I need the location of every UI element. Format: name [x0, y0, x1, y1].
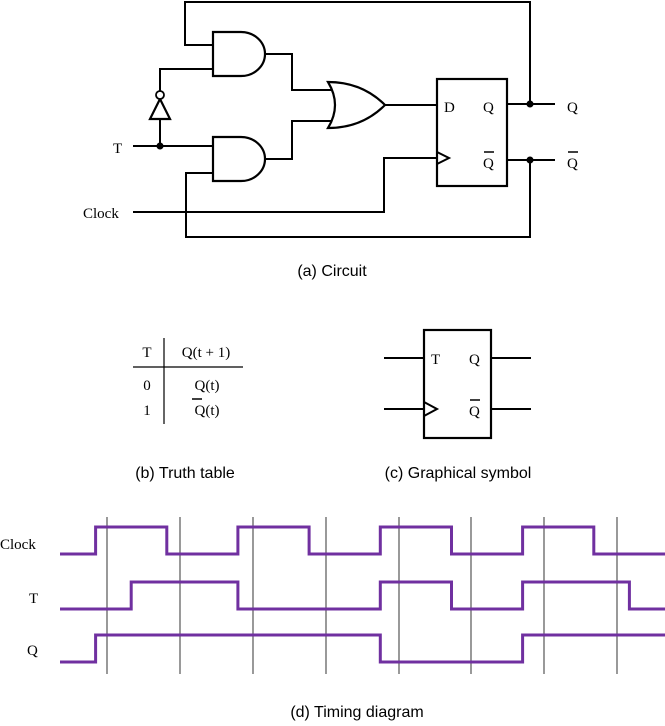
ff-q-label: Q [483, 100, 494, 116]
q-feedback-wire [184, 1, 531, 104]
or-gate [326, 80, 387, 130]
symbol-qbar-label: Q [469, 404, 480, 420]
inverter-output-wire [159, 68, 213, 91]
truth-table-header-t: T [142, 345, 151, 361]
truth-table-caption: (b) Truth table [135, 465, 235, 482]
q-junction-dot [526, 100, 534, 108]
qbar-feedback-wire [185, 160, 531, 238]
clock-triangle [436, 151, 452, 165]
qbar-junction-dot [526, 156, 534, 164]
circuit-t-label: T [113, 141, 122, 157]
truth-table-row-1-q: Q(t) [195, 403, 220, 419]
truth-table-row-0-q: Q(t) [195, 378, 220, 394]
clock-wire [133, 157, 437, 213]
inverter-bubble [155, 90, 165, 100]
circuit-diagram: T Clock D Q Q Q Q (a) Circuit [83, 1, 578, 280]
q-waveform [60, 633, 665, 664]
timing-diagram: Clock T Q (d) Timing diagram [0, 517, 665, 721]
circuit-qbar-output-label: Q [567, 156, 578, 172]
timing-clock-label: Clock [0, 537, 36, 553]
ff-qbar-label: Q [483, 156, 494, 172]
graphical-symbol: T Q Q (c) Graphical symbol [384, 328, 532, 482]
timing-t-label: T [29, 591, 38, 607]
truth-table-header-next: Q(t + 1) [182, 345, 230, 361]
and-top-output-wire [265, 53, 335, 91]
clock-waveform [60, 525, 665, 556]
circuit-clock-label: Clock [83, 206, 119, 222]
circuit-caption: (a) Circuit [297, 263, 367, 280]
timing-gridlines [106, 517, 618, 674]
d-flip-flop-box [435, 77, 509, 188]
inverter [148, 96, 172, 121]
and-bottom-output-wire [265, 120, 335, 160]
symbol-box [422, 328, 493, 440]
timing-caption: (d) Timing diagram [290, 704, 423, 721]
symbol-caption: (c) Graphical symbol [385, 465, 532, 482]
t-waveform [60, 580, 665, 611]
circuit-q-output-label: Q [567, 100, 578, 116]
ff-d-label: D [444, 100, 455, 116]
truth-table-row-1-t: 1 [143, 403, 151, 419]
and-gate-bottom [211, 135, 267, 183]
and-gate-top [211, 30, 267, 78]
symbol-clock-triangle [423, 401, 440, 417]
truth-table-row-0-t: 0 [143, 378, 151, 394]
timing-q-label: Q [27, 643, 38, 659]
symbol-t-label: T [431, 352, 440, 368]
truth-table: T Q(t + 1) 0 Q(t) 1 Q(t) (b) Truth table [133, 338, 243, 482]
symbol-q-label: Q [469, 352, 480, 368]
